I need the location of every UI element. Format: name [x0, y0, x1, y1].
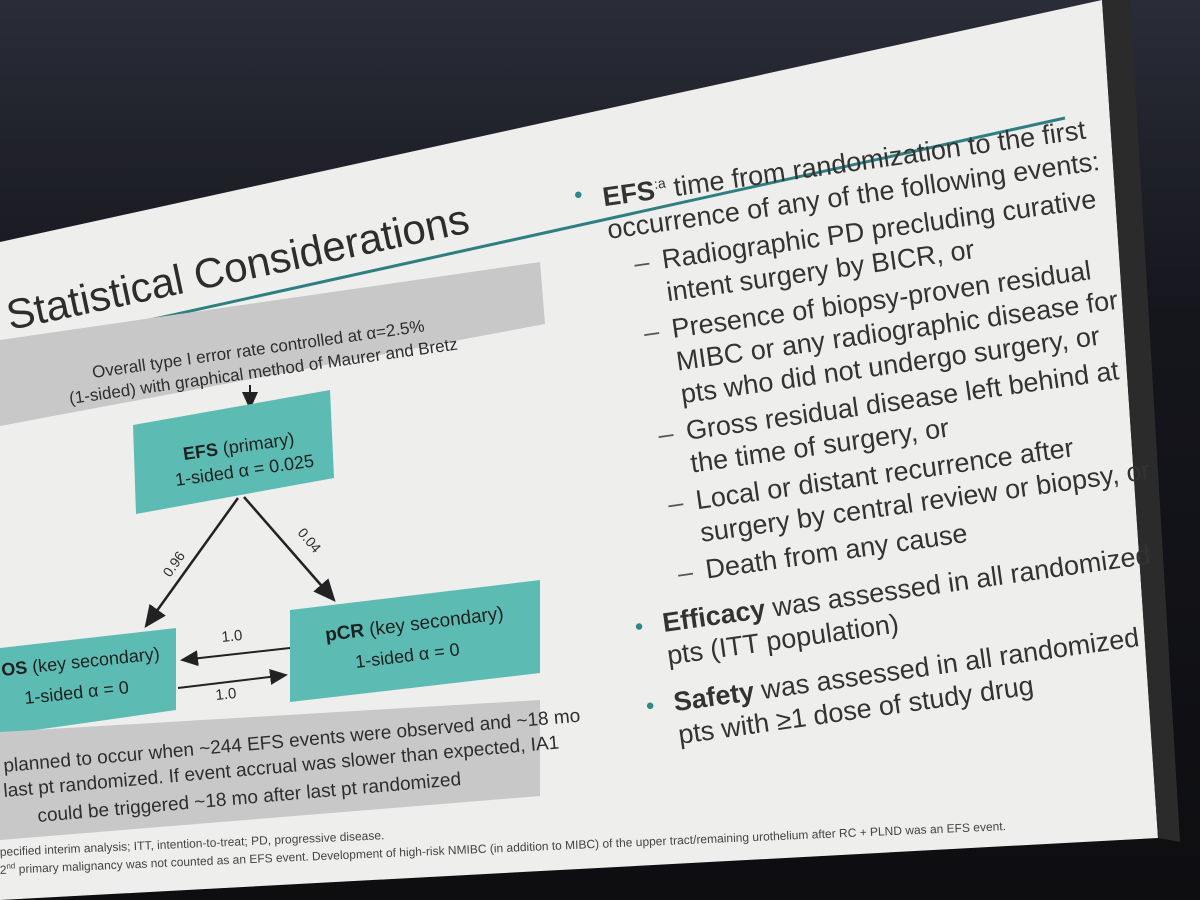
- dash: –: [675, 556, 695, 589]
- arrow-os-to-pcr: [177, 668, 288, 689]
- bullet-dot: •: [644, 692, 657, 721]
- efs-term: EFS: [600, 175, 657, 213]
- weight-pcr-os: 1.0: [221, 627, 244, 646]
- bullet-efs: • EFS:a time from randomization to the f…: [568, 105, 1161, 598]
- arrow-efs-to-os: [144, 497, 240, 629]
- bullet-dot: •: [572, 181, 585, 210]
- screen-frame-right: [1102, 0, 1180, 842]
- dash: –: [666, 487, 686, 520]
- dash: –: [656, 417, 676, 450]
- arrow-pcr-to-os: [180, 647, 291, 667]
- weight-os-pcr: 1.0: [215, 685, 238, 704]
- dash: –: [632, 246, 652, 279]
- arrow-efs-to-pcr: [243, 496, 336, 602]
- ia-note-box: [0, 700, 540, 840]
- dash: –: [641, 315, 661, 348]
- os-box: [0, 628, 176, 735]
- pcr-label: pCR: [324, 620, 366, 646]
- title-underline: [0, 116, 1066, 355]
- footnote-line2-sup: nd: [6, 861, 15, 870]
- bullet-list: • EFS:a time from randomization to the f…: [568, 105, 1186, 770]
- os-label: OS: [0, 657, 28, 680]
- error-rate-box: [0, 262, 545, 426]
- efs-label: EFS: [182, 439, 219, 464]
- slide-surface: [0, 0, 1158, 900]
- pcr-box: [290, 580, 540, 702]
- efs-box: [133, 390, 334, 514]
- footnote-line2-pre: 2: [0, 863, 7, 877]
- bullet-dot: •: [633, 613, 646, 641]
